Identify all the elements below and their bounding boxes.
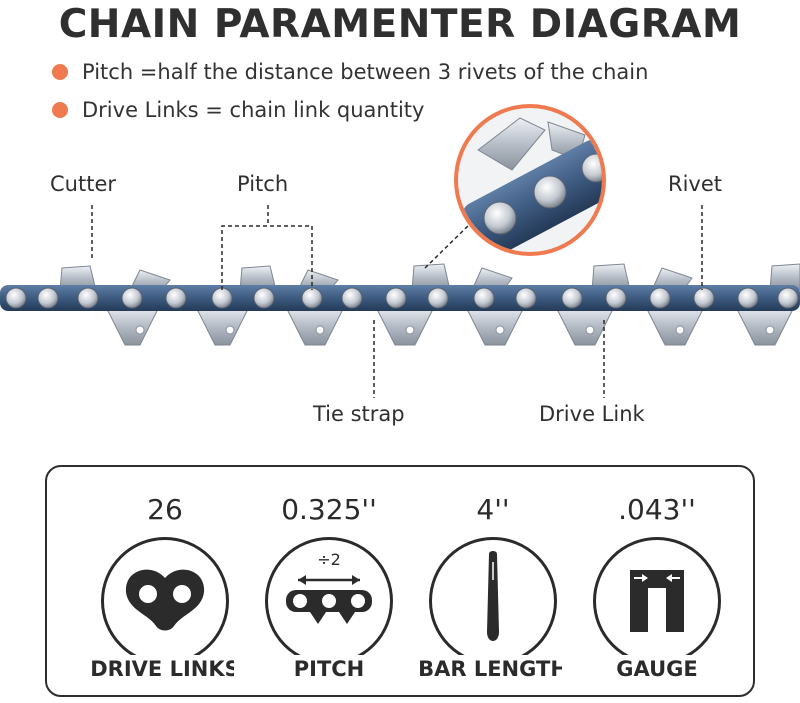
bar-length-label: BAR LENGTH bbox=[398, 655, 588, 683]
page-title: CHAIN PARAMENTER DIAGRAM bbox=[58, 2, 742, 47]
drive-link-label: Drive Link bbox=[539, 402, 645, 426]
pitch-divide-text: ÷2 bbox=[317, 550, 341, 569]
bullet-pitch: Pitch =half the distance between 3 rivet… bbox=[52, 60, 648, 84]
zoom-detail bbox=[454, 104, 606, 256]
cutter-label: Cutter bbox=[50, 172, 116, 196]
pitch-value: 0.325'' bbox=[281, 493, 377, 526]
zoom-callout-line bbox=[424, 221, 473, 269]
gauge-icon bbox=[593, 537, 721, 665]
guide-bar-icon bbox=[429, 537, 557, 665]
bullet-drive-links: Drive Links = chain link quantity bbox=[52, 98, 424, 122]
gauge-value: .043'' bbox=[618, 493, 696, 526]
spec-panel: 26 DRIVE LINKS 0.325'' ÷2 PITCH bbox=[45, 465, 755, 697]
pitch-icon: ÷2 bbox=[265, 537, 393, 665]
tie-strap-label: Tie strap bbox=[313, 402, 405, 426]
drive-links-value: 26 bbox=[147, 493, 183, 526]
pitch-label: PITCH bbox=[234, 655, 424, 683]
pitch-bracket bbox=[221, 225, 313, 290]
bullet-dot bbox=[52, 64, 68, 80]
bullet-dot bbox=[52, 102, 68, 118]
gauge-label: GAUGE bbox=[562, 655, 752, 683]
bullet-text: Pitch =half the distance between 3 rivet… bbox=[82, 60, 649, 84]
drive-links-label: DRIVE LINKS bbox=[70, 655, 260, 683]
chain-illustration bbox=[0, 104, 800, 398]
drive-link-icon bbox=[101, 537, 229, 665]
pitch-label: Pitch bbox=[237, 172, 289, 196]
rivet-label: Rivet bbox=[668, 172, 723, 196]
bar-length-value: 4'' bbox=[476, 493, 510, 526]
bullet-text: Drive Links = chain link quantity bbox=[82, 98, 425, 122]
rivets bbox=[5, 287, 799, 309]
